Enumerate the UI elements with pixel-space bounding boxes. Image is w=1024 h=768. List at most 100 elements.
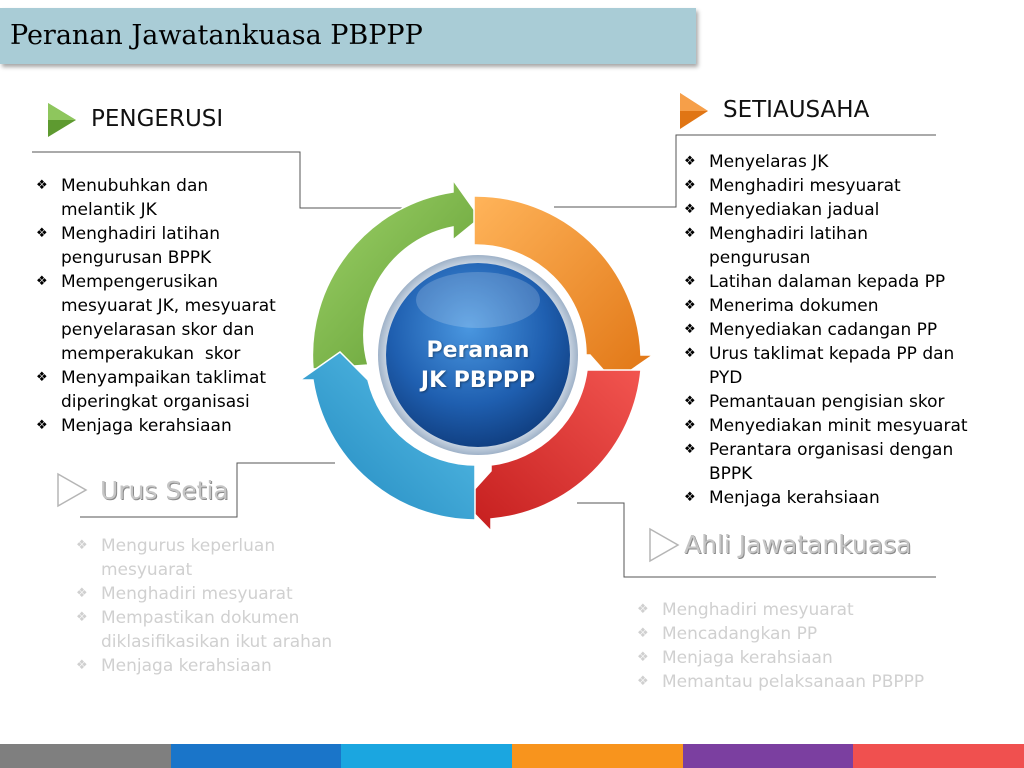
list-item-text: Menubuhkan dan <box>61 176 209 196</box>
list-item-text: Menyelaras JK <box>709 152 829 172</box>
list-item-text: Menyediakan minit mesyuarat <box>709 416 968 436</box>
list-item: ❖ Menubuhkan dan melantik JK <box>32 174 322 222</box>
list-item-text: Menghadiri latihan <box>709 224 869 244</box>
list-item-text: penyelarasan skor dan <box>61 320 255 340</box>
list-item: ❖ Menyediakan minit mesyuarat <box>680 414 1020 438</box>
list-item-text: mesyuarat JK, mesyuarat <box>61 296 276 316</box>
list-item-text: Mempastikan dokumen <box>101 608 300 628</box>
list-item-text: Menghadiri mesyuarat <box>662 600 854 620</box>
urus-setia-title: Urus Setia <box>100 476 229 505</box>
bullet-icon: ❖ <box>36 370 48 385</box>
connector-ahli <box>577 502 936 578</box>
list-item: ❖ Menghadiri latihan pengurusan BPPK <box>32 222 322 270</box>
list-item: ❖ Menjaga kerahsiaan <box>32 414 322 438</box>
list-item-text: BPPK <box>709 464 753 484</box>
list-item-text: diperingkat organisasi <box>61 392 250 412</box>
list-item-text: Menerima dokumen <box>709 296 879 316</box>
list-item: ❖ Mempastikan dokumen diklasifikasikan i… <box>72 606 372 654</box>
list-item: ❖ Mempengerusikan mesyuarat JK, mesyuara… <box>32 270 322 366</box>
bullet-icon: ❖ <box>684 394 696 409</box>
play-icon-outline-ahli <box>649 527 680 563</box>
list-item: ❖ Menghadiri mesyuarat <box>72 582 372 606</box>
list-item-text: Menjaga kerahsiaan <box>662 648 833 668</box>
footer-segment <box>682 744 854 768</box>
bullet-icon: ❖ <box>76 586 88 601</box>
list-item-text: Menyampaikan taklimat <box>61 368 267 388</box>
list-item: ❖ Perantara organisasi dengan BPPK <box>680 438 1020 486</box>
center-label-line2: JK PBPPP <box>420 368 536 393</box>
list-item-text: Menghadiri latihan <box>61 224 221 244</box>
center-highlight <box>416 272 540 328</box>
list-item-text: PYD <box>709 368 743 388</box>
cycle-arrow-green <box>311 177 482 370</box>
list-item-text: Menjaga kerahsiaan <box>709 488 880 508</box>
list-item-text: pengurusan <box>709 248 811 268</box>
bullet-icon: ❖ <box>684 442 696 457</box>
list-item: ❖ Menjaga kerahsiaan <box>72 654 372 678</box>
list-item: ❖ Menghadiri mesyuarat <box>633 598 1013 622</box>
ahli-list: ❖ Menghadiri mesyuarat ❖ Mencadangkan PP… <box>633 598 1013 694</box>
bullet-icon: ❖ <box>684 418 696 433</box>
bullet-icon: ❖ <box>36 274 48 289</box>
bullet-icon: ❖ <box>76 658 88 673</box>
bullet-icon: ❖ <box>684 346 696 361</box>
bullet-icon: ❖ <box>36 418 48 433</box>
list-item: ❖ Urus taklimat kepada PP dan PYD <box>680 342 1020 390</box>
list-item-text: Perantara organisasi dengan <box>709 440 954 460</box>
list-item: ❖ Menjaga kerahsiaan <box>680 486 1020 510</box>
slide-title: Peranan Jawatankuasa PBPPP <box>10 20 423 51</box>
bullet-icon: ❖ <box>684 178 696 193</box>
list-item: ❖ Menyediakan cadangan PP <box>680 318 1020 342</box>
list-item-text: melantik JK <box>61 200 157 220</box>
list-item: ❖ Mencadangkan PP <box>633 622 1013 646</box>
list-item-text: Menghadiri mesyuarat <box>101 584 293 604</box>
list-item-text: diklasifikasikan ikut arahan <box>101 632 333 652</box>
list-item-text: memperakukan skor <box>61 344 241 364</box>
connector-setiausaha <box>554 134 936 208</box>
play-icon-orange <box>680 93 708 129</box>
list-item-text: Latihan dalaman kepada PP <box>709 272 946 292</box>
list-item: ❖ Menyampaikan taklimat diperingkat orga… <box>32 366 322 414</box>
footer-segment <box>0 744 171 768</box>
list-item-text: mesyuarat <box>101 560 193 580</box>
footer-segment <box>170 744 342 768</box>
footer-segment <box>853 744 1024 768</box>
list-item-text: Menghadiri mesyuarat <box>709 176 901 196</box>
pengerusi-list: ❖ Menubuhkan dan melantik JK ❖ Menghadir… <box>32 174 322 438</box>
bullet-icon: ❖ <box>637 650 649 665</box>
bullet-icon: ❖ <box>684 490 696 505</box>
play-icon-green <box>48 103 76 137</box>
list-item-text: pengurusan BPPK <box>61 248 212 268</box>
list-item: ❖ Pemantauan pengisian skor <box>680 390 1020 414</box>
list-item-text: Menyediakan jadual <box>709 200 880 220</box>
footer-segment <box>341 744 513 768</box>
cycle-arrow-blue <box>297 351 476 521</box>
list-item: ❖ Menghadiri mesyuarat <box>680 174 1020 198</box>
bullet-icon: ❖ <box>684 154 696 169</box>
setiausaha-title: SETIAUSAHA <box>723 97 870 123</box>
center-label: Peranan JK PBPPP <box>396 336 560 396</box>
bullet-icon: ❖ <box>684 298 696 313</box>
list-item: ❖ Latihan dalaman kepada PP <box>680 270 1020 294</box>
list-item: ❖ Menyediakan jadual <box>680 198 1020 222</box>
list-item-text: Mengurus keperluan <box>101 536 276 556</box>
list-item: ❖ Menyelaras JK <box>680 150 1020 174</box>
bullet-icon: ❖ <box>76 610 88 625</box>
connector-pengerusi <box>32 151 408 209</box>
list-item-text: Menjaga kerahsiaan <box>61 416 232 436</box>
center-circle <box>386 263 570 447</box>
list-item: ❖ Menerima dokumen <box>680 294 1020 318</box>
list-item-text: Menyediakan cadangan PP <box>709 320 938 340</box>
center-label-line1: Peranan <box>426 338 530 363</box>
list-item-text: Urus taklimat kepada PP dan <box>709 344 955 364</box>
list-item-text: Mempengerusikan <box>61 272 219 292</box>
bullet-icon: ❖ <box>36 226 48 241</box>
footer-segment <box>512 744 683 768</box>
setiausaha-list: ❖ Menyelaras JK ❖ Menghadiri mesyuarat ❖… <box>680 150 1020 510</box>
cycle-arrow-orange <box>473 195 656 383</box>
bullet-icon: ❖ <box>637 602 649 617</box>
list-item: ❖ Mengurus keperluan mesyuarat <box>72 534 372 582</box>
cycle-arrow-red <box>461 369 642 533</box>
list-item-text: Memantau pelaksanaan PBPPP <box>662 672 925 692</box>
play-icon-outline-urus <box>57 472 88 508</box>
